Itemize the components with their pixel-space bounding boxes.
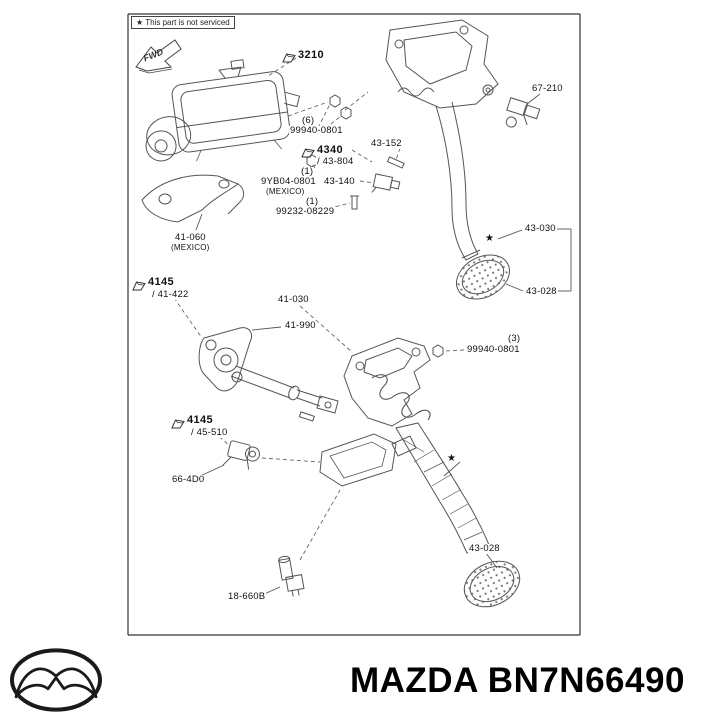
part-code-18-660b: 18-660B bbox=[227, 591, 267, 602]
part-code-67-210: 67-210 bbox=[531, 83, 564, 94]
part-code-99232-08229: 99232-08229 bbox=[275, 206, 336, 217]
footer-title: MAZDA BN7N66490 bbox=[350, 661, 685, 700]
qty-99940-3: (3) bbox=[507, 333, 522, 344]
part-code-43-030: 43-030 bbox=[524, 223, 557, 234]
origin-mexico-a: (MEXICO) bbox=[265, 187, 306, 197]
part-code-43-152: 43-152 bbox=[370, 138, 403, 149]
part-code-41-990: 41-990 bbox=[284, 320, 317, 331]
part-code-41-030: 41-030 bbox=[277, 294, 310, 305]
not-serviced-note: ★ This part is not serviced bbox=[131, 16, 235, 29]
switch-66-4d0 bbox=[222, 440, 260, 470]
pedal-pad-upper bbox=[456, 254, 510, 300]
part-code-45-510: / 45-510 bbox=[190, 427, 229, 438]
star-marker-lower: ★ bbox=[447, 453, 456, 464]
brake-pedal-assembly bbox=[385, 19, 499, 261]
qty-9yb04: (1) bbox=[300, 166, 315, 177]
switch-67-210 bbox=[505, 97, 541, 128]
part-code-43-028-upper: 43-028 bbox=[525, 286, 558, 297]
clutch-pedal-assembly bbox=[319, 337, 490, 554]
fwd-arrow-icon bbox=[135, 39, 182, 74]
part-code-43-140: 43-140 bbox=[323, 176, 356, 187]
callout-4145-b: 4145 bbox=[186, 414, 215, 427]
clip-icon bbox=[301, 148, 315, 158]
clip-icon bbox=[132, 281, 146, 291]
callout-3210: 3210 bbox=[297, 49, 326, 62]
diagram-artwork bbox=[127, 13, 581, 636]
mazda-logo bbox=[8, 647, 104, 713]
clutch-master-cylinder-41-990 bbox=[198, 327, 339, 422]
part-code-43-804: / 43-804 bbox=[316, 156, 355, 167]
qty-99232: (1) bbox=[305, 196, 320, 207]
part-code-99940-0801-b: 99940-0801 bbox=[466, 344, 521, 355]
part-code-43-028-lower: 43-028 bbox=[468, 543, 501, 554]
part-code-41-422: / 41-422 bbox=[151, 289, 190, 300]
mazda-logo-icon bbox=[10, 648, 102, 712]
diagram-frame bbox=[127, 13, 581, 636]
pedal-pad-lower bbox=[463, 560, 521, 608]
switch-18-660b bbox=[278, 555, 305, 597]
footer: MAZDA BN7N66490 bbox=[0, 645, 720, 720]
part-code-99940-0801-a: 99940-0801 bbox=[289, 125, 344, 136]
clutch-master-power-unit bbox=[145, 59, 301, 162]
bracket-41-060 bbox=[141, 174, 245, 223]
part-code-66-4d0: 66-4D0 bbox=[171, 474, 206, 485]
clip-icon bbox=[282, 53, 296, 63]
clip-icon bbox=[171, 419, 185, 429]
callout-4145-a: 4145 bbox=[147, 276, 176, 289]
star-marker-upper: ★ bbox=[485, 233, 494, 244]
part-code-9yb04-0801: 9YB04-0801 bbox=[260, 176, 317, 187]
callout-4340: 4340 bbox=[316, 144, 345, 157]
part-code-41-060: 41-060 bbox=[174, 232, 207, 243]
qty-99940-6: (6) bbox=[301, 115, 316, 126]
origin-mexico-b: (MEXICO) bbox=[170, 243, 211, 253]
